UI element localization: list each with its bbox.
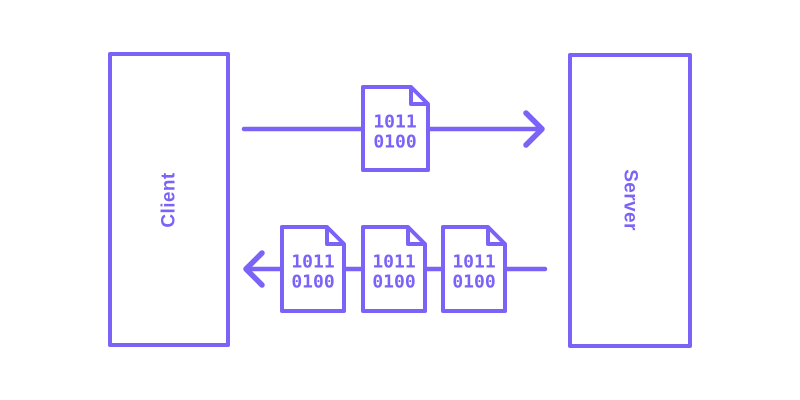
document-fold	[486, 227, 505, 246]
binary-text-line2: 0100	[373, 132, 416, 153]
document-icon: 1011 0100	[361, 85, 430, 172]
document-outline	[441, 225, 507, 313]
binary-text-line2: 0100	[452, 272, 495, 293]
document-fold	[406, 227, 425, 246]
binary-text-line1: 1011	[372, 252, 415, 273]
server-node: Server	[568, 53, 692, 348]
document-fold	[409, 87, 428, 106]
client-label: Client	[159, 172, 180, 227]
document-icon: 1011 0100	[280, 225, 346, 313]
document-icon: 1011 0100	[441, 225, 507, 313]
document-icon: 1011 0100	[361, 225, 427, 313]
document-fold	[325, 227, 344, 246]
client-box	[108, 52, 230, 347]
binary-text-line2: 0100	[372, 272, 415, 293]
response-flow: 1011 0100 1011 0100 1011 0100	[243, 225, 548, 313]
server-box	[568, 53, 692, 348]
request-flow: 1011 0100	[241, 85, 545, 172]
binary-text-line1: 1011	[291, 252, 334, 273]
binary-text-line1: 1011	[452, 252, 495, 273]
client-node: Client	[108, 52, 230, 347]
document-outline	[361, 225, 427, 313]
server-label: Server	[620, 169, 641, 231]
document-outline	[280, 225, 346, 313]
document-outline	[361, 85, 430, 172]
arrow-left-icon	[243, 250, 265, 288]
binary-text-line1: 1011	[373, 112, 416, 133]
arrow-right-icon	[523, 110, 545, 148]
binary-text-line2: 0100	[291, 272, 334, 293]
